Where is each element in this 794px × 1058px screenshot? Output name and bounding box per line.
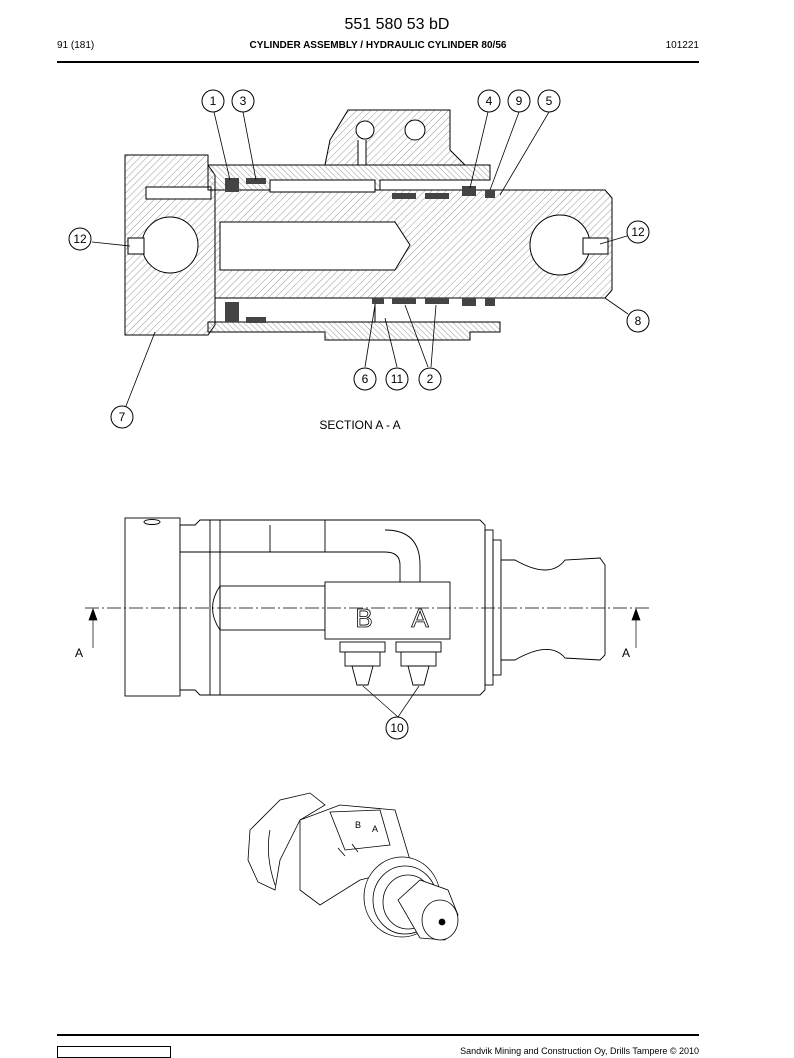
callout-12-left: 12 <box>73 232 87 246</box>
page-header: 91 (181) CYLINDER ASSEMBLY / HYDRAULIC C… <box>57 40 699 54</box>
section-leaders <box>91 111 629 407</box>
callout-7: 7 <box>119 410 126 424</box>
callout-2: 2 <box>427 372 434 386</box>
header-rule <box>57 61 699 63</box>
document-number: 551 580 53 bD <box>344 16 450 33</box>
date-code: 101221 <box>665 40 699 51</box>
port-b-label: B <box>355 603 372 633</box>
callout-8: 8 <box>635 314 642 328</box>
section-mark-left: A <box>75 646 83 660</box>
callout-1: 1 <box>210 94 217 108</box>
section-callouts <box>68 89 650 429</box>
iso-port-b-label: B <box>355 820 361 830</box>
page-number: 91 (181) <box>57 40 95 51</box>
callout-9: 9 <box>516 94 523 108</box>
port-a-label: A <box>411 603 429 633</box>
sandvik-logo <box>57 1046 171 1058</box>
callout-11: 11 <box>391 372 404 386</box>
page-title: CYLINDER ASSEMBLY / HYDRAULIC CYLINDER 8… <box>249 40 507 51</box>
callout-6: 6 <box>362 372 369 386</box>
side-view: B A <box>124 517 606 697</box>
footer-rule <box>57 1034 699 1036</box>
section-mark-right: A <box>622 646 630 660</box>
callout-10: 10 <box>390 721 404 735</box>
isometric-view: B A <box>247 792 459 941</box>
callout-4: 4 <box>486 94 493 108</box>
callout-5: 5 <box>546 94 553 108</box>
callout-3: 3 <box>240 94 247 108</box>
section-label: SECTION A - A <box>319 418 400 432</box>
section-view <box>124 109 613 341</box>
callout-12-right: 12 <box>631 225 645 239</box>
iso-port-a-label: A <box>372 824 378 834</box>
centerline <box>85 607 650 718</box>
footer-copyright: Sandvik Mining and Construction Oy, Dril… <box>460 1046 699 1056</box>
callout-10-circle <box>385 716 409 740</box>
